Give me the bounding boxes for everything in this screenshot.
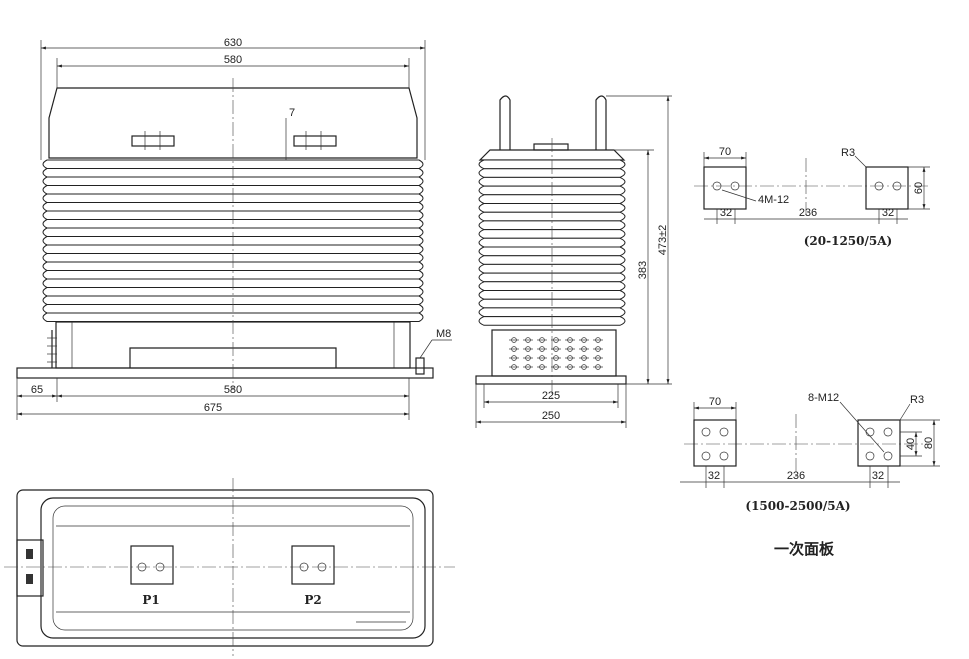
plate-large-caption: (1500-2500/5A) bbox=[745, 499, 850, 513]
plate-large-pitch-right: 32 bbox=[872, 470, 884, 482]
dim-height-ribs: 383 bbox=[637, 261, 649, 279]
dim-mount-span: 580 bbox=[224, 384, 242, 396]
plate-large-span: 236 bbox=[787, 470, 805, 482]
plate-small-width: 70 bbox=[719, 146, 731, 158]
dim-base-inner: 225 bbox=[542, 390, 560, 402]
dim-base-outer: 250 bbox=[542, 410, 560, 422]
dim-height-total: 473±2 bbox=[657, 225, 669, 256]
plate-small-pitch-right: 32 bbox=[882, 207, 894, 219]
terminal-plate-large: 70 8-M12 R3 40 80 32 236 32 (1500-2500/5… bbox=[680, 392, 940, 513]
plate-small-radius: R3 bbox=[841, 147, 855, 159]
panel-title: 一次面板 bbox=[774, 540, 835, 558]
plate-large-width: 70 bbox=[709, 396, 721, 408]
side-view: 383 473±2 225 250 bbox=[475, 95, 672, 428]
plate-large-h-outer: 80 bbox=[923, 437, 935, 449]
front-view: 630 580 7 bbox=[16, 37, 452, 420]
dim-bolt: M8 bbox=[436, 328, 451, 340]
dim-overall-top: 630 bbox=[224, 37, 242, 49]
plate-small-span: 236 bbox=[799, 207, 817, 219]
dim-rib-gap: 7 bbox=[289, 107, 295, 119]
plate-large-pitch-left: 32 bbox=[708, 470, 720, 482]
plate-small-holes: 4M-12 bbox=[758, 194, 789, 206]
plate-large-holes: 8-M12 bbox=[808, 392, 839, 404]
dim-inner-top: 580 bbox=[224, 54, 242, 66]
plate-small-height: 60 bbox=[913, 182, 925, 194]
dim-offset-left: 65 bbox=[31, 384, 43, 396]
terminal-p1-label: P1 bbox=[142, 593, 159, 607]
rib-fin bbox=[42, 312, 424, 322]
terminal-plate-small: 70 4M-12 R3 60 32 236 32 (20-1250/5A) bbox=[694, 146, 930, 248]
plate-large-h-inner: 40 bbox=[905, 438, 917, 450]
plate-small-caption: (20-1250/5A) bbox=[804, 234, 892, 248]
plate-large-radius: R3 bbox=[910, 394, 924, 406]
top-view: P1 P2 bbox=[4, 478, 455, 656]
dim-overall-base: 675 bbox=[204, 402, 222, 414]
plate-small-pitch-left: 32 bbox=[720, 207, 732, 219]
side-terminal-studs bbox=[509, 337, 603, 370]
terminal-p2-label: P2 bbox=[304, 593, 321, 607]
